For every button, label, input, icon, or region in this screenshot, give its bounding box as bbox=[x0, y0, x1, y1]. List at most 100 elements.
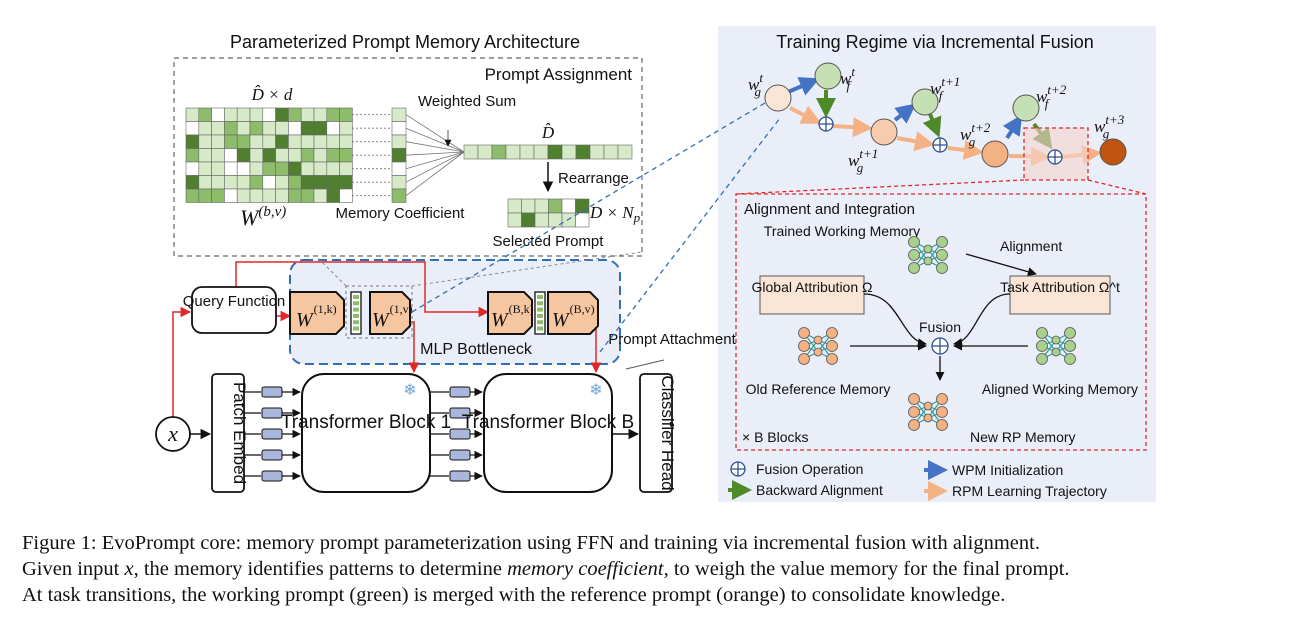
node-wf-t2 bbox=[1012, 94, 1040, 122]
token bbox=[261, 428, 283, 440]
net-node bbox=[826, 340, 838, 352]
transformer-block-B-label: Transformer Block B bbox=[462, 412, 634, 433]
legend-rpm-label: RPM Learning Trajectory bbox=[952, 483, 1107, 499]
matrix-cell bbox=[313, 121, 328, 136]
matrix-cell bbox=[288, 148, 302, 163]
memory-coefficient-vector bbox=[391, 107, 407, 203]
matrix-cell bbox=[249, 161, 264, 176]
selected-prompt-cell bbox=[521, 198, 536, 214]
memory-coefficient-label: Memory Coefficient bbox=[336, 205, 466, 222]
token bbox=[261, 386, 283, 398]
matrix-cell bbox=[326, 134, 340, 149]
net-node bbox=[798, 340, 810, 352]
net-node bbox=[1064, 327, 1076, 339]
transformer-block-B bbox=[483, 373, 613, 493]
prompt-vector-cell bbox=[575, 144, 591, 160]
selected-prompt-cell bbox=[507, 212, 522, 228]
matrix-cell bbox=[236, 175, 251, 190]
matrix-cell bbox=[339, 175, 353, 190]
prompt-vector-cell bbox=[589, 144, 605, 160]
svg-text:W(B,v): W(B,v) bbox=[552, 302, 595, 331]
net-node bbox=[908, 393, 920, 405]
sum-line bbox=[405, 151, 465, 156]
matrix-cell bbox=[185, 107, 200, 122]
matrix-cell bbox=[249, 188, 264, 203]
frozen-icon-1: ❄ bbox=[403, 382, 416, 399]
matrix-cell bbox=[275, 134, 289, 149]
matrix-cell bbox=[224, 107, 238, 122]
net-node bbox=[936, 393, 948, 405]
old-reference-network bbox=[798, 327, 838, 365]
matrix-cell bbox=[211, 148, 225, 163]
sum-line bbox=[405, 141, 465, 153]
matrix-cell bbox=[224, 161, 238, 176]
net-node bbox=[936, 262, 948, 274]
matrix-cell bbox=[339, 188, 353, 203]
matrix-cell bbox=[262, 148, 276, 163]
matrix-cell bbox=[198, 175, 212, 190]
matrix-cell bbox=[185, 188, 200, 203]
matrix-dim-label: D̂ × d bbox=[251, 85, 293, 104]
sum-line bbox=[405, 151, 465, 183]
weighted-sum-lines bbox=[405, 114, 465, 197]
coefficient-cell bbox=[391, 107, 407, 122]
matrix-cell bbox=[262, 175, 276, 190]
sum-line bbox=[405, 114, 465, 153]
transformer-block-1 bbox=[301, 373, 431, 493]
training-title: Training Regime via Incremental Fusion bbox=[776, 32, 1093, 52]
matrix-cell bbox=[236, 148, 251, 163]
stack-cell bbox=[353, 313, 359, 318]
matrix-cell bbox=[300, 121, 315, 136]
sum-line bbox=[405, 151, 465, 170]
net-node bbox=[1064, 340, 1076, 352]
classifier-head-label: Classifier Head bbox=[658, 375, 677, 490]
selected-prompt-cell bbox=[534, 212, 549, 228]
mlp-bottleneck-label: MLP Bottleneck bbox=[420, 341, 533, 358]
matrix-cell bbox=[275, 121, 289, 136]
matrix-cell bbox=[288, 107, 302, 122]
net-node bbox=[1051, 347, 1061, 357]
selected-prompt-grid bbox=[507, 198, 590, 228]
matrix-cell bbox=[326, 107, 340, 122]
patch-embed-box bbox=[211, 373, 245, 493]
link-line-1 bbox=[411, 99, 771, 313]
svg-text:W(B,k): W(B,k) bbox=[491, 302, 534, 331]
matrix-cell bbox=[236, 134, 251, 149]
blocks-label: × B Blocks bbox=[742, 429, 809, 445]
net-node bbox=[936, 236, 948, 248]
matrix-cell bbox=[185, 148, 200, 163]
token bbox=[449, 470, 471, 482]
weight-1v: W(1,v) bbox=[369, 291, 413, 335]
stack-cell bbox=[537, 313, 543, 318]
zoom-line-left bbox=[315, 255, 347, 287]
matrix-cell bbox=[326, 161, 340, 176]
link-line-2 bbox=[599, 117, 781, 353]
aligned-working-network bbox=[1036, 327, 1076, 365]
matrix-symbol: W(b,v) bbox=[240, 204, 286, 230]
global-attribution-label: Global Attribution Ω bbox=[752, 279, 873, 295]
matrix-cell bbox=[185, 175, 200, 190]
token-arrows-1 bbox=[244, 386, 301, 482]
matrix-cell bbox=[198, 188, 212, 203]
prompt-vector-cell bbox=[463, 144, 479, 160]
prompt-vector-cell bbox=[505, 144, 521, 160]
token bbox=[449, 449, 471, 461]
matrix-cell bbox=[326, 175, 340, 190]
net-node bbox=[936, 406, 948, 418]
matrix-cell bbox=[249, 175, 264, 190]
matrix-cell bbox=[185, 161, 200, 176]
matrix-cell bbox=[300, 161, 315, 176]
matrix-cell bbox=[326, 121, 340, 136]
task-attribution-box bbox=[1009, 275, 1111, 315]
matrix-cell bbox=[198, 134, 212, 149]
token bbox=[449, 386, 471, 398]
architecture-title: Parameterized Prompt Memory Architecture bbox=[230, 32, 580, 52]
net-node bbox=[798, 353, 810, 365]
prompt-attachment-label: Prompt Attachment bbox=[608, 331, 736, 348]
prompt-vector-cell bbox=[491, 144, 507, 160]
matrix-cell bbox=[198, 107, 212, 122]
